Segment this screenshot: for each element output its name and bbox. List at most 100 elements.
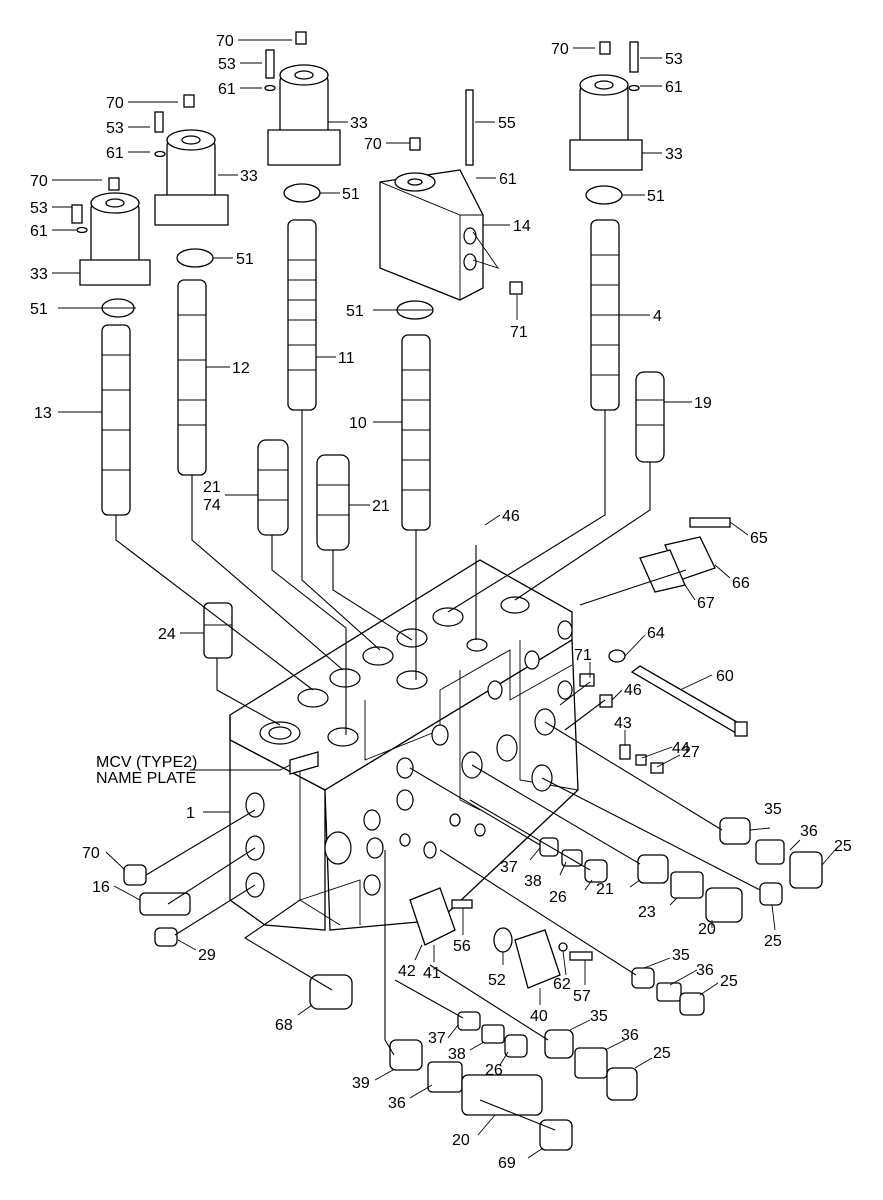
part-label: 46 <box>502 508 520 525</box>
part-label: 25 <box>720 973 738 990</box>
part-label: 37 <box>500 859 518 876</box>
part-label: 11 <box>338 350 355 367</box>
part-label: 70 <box>30 173 48 190</box>
part-label: 39 <box>352 1075 370 1092</box>
part-label: 38 <box>448 1046 466 1063</box>
part-label: 46 <box>624 682 642 699</box>
part-label: 67 <box>697 595 715 612</box>
part-label: 19 <box>694 395 712 412</box>
part-number-labels: 70 53 61 33 70 53 61 33 70 53 61 33 70 5… <box>30 33 852 1172</box>
part-label: 29 <box>198 947 216 964</box>
part-label: 16 <box>92 879 110 896</box>
leader-lines <box>52 39 836 1159</box>
part-label: 70 <box>364 136 382 153</box>
part-label: 4 <box>653 308 662 325</box>
part-label: 70 <box>551 41 569 58</box>
part-label: 62 <box>553 976 571 993</box>
part-label: 61 <box>218 81 236 98</box>
solenoid-assembly-left <box>71 177 151 286</box>
part-label: 55 <box>498 115 516 132</box>
o-rings <box>101 183 623 320</box>
part-label: 33 <box>30 266 48 283</box>
part-label: 51 <box>30 301 48 318</box>
part-label: 53 <box>665 51 683 68</box>
part-label: 57 <box>573 988 591 1005</box>
solenoid-assembly-3 <box>264 31 341 166</box>
block-assembly <box>379 89 523 301</box>
nameplate-line-1: MCV (TYPE2) <box>96 754 197 771</box>
part-label: 26 <box>485 1062 503 1079</box>
solenoid-assembly-2 <box>154 94 229 226</box>
part-label: 33 <box>350 115 368 132</box>
part-label: 53 <box>106 120 124 137</box>
part-label: 53 <box>30 200 48 217</box>
solenoid-assembly-right <box>569 41 643 171</box>
part-label: 33 <box>240 168 258 185</box>
pilot-covers <box>409 887 593 989</box>
plugs-and-springs <box>389 817 823 1151</box>
part-label: 61 <box>106 145 124 162</box>
part-label: 20 <box>452 1132 470 1149</box>
part-label: 23 <box>638 904 656 921</box>
part-label: 25 <box>834 838 852 855</box>
part-label: 56 <box>453 938 471 955</box>
part-label: 21 <box>596 881 614 898</box>
part-label: 36 <box>388 1095 406 1112</box>
tie-bolt <box>630 665 748 737</box>
part-label: 51 <box>236 251 254 268</box>
part-label: 33 <box>665 146 683 163</box>
part-label: 70 <box>216 33 234 50</box>
part-label: 36 <box>621 1027 639 1044</box>
part-label: 14 <box>513 218 531 235</box>
part-label: 38 <box>524 873 542 890</box>
relief-valves <box>203 371 665 659</box>
part-label: 12 <box>232 360 250 377</box>
part-label: 13 <box>34 405 52 422</box>
part-label: 60 <box>716 668 734 685</box>
part-label: 10 <box>349 415 367 432</box>
part-label: 25 <box>764 933 782 950</box>
connector-lines <box>115 410 761 1131</box>
part-label: 68 <box>275 1017 293 1034</box>
part-label: 26 <box>549 889 567 906</box>
part-label: 64 <box>647 625 665 642</box>
part-label: 35 <box>764 801 782 818</box>
part-label: 53 <box>218 56 236 73</box>
part-label: 1 <box>186 805 195 822</box>
spools <box>101 219 620 531</box>
part-label: 36 <box>696 962 714 979</box>
part-label: 43 <box>614 715 632 732</box>
part-label: 21 <box>372 498 390 515</box>
part-label: 69 <box>498 1155 516 1172</box>
part-label: 66 <box>732 575 750 592</box>
part-label: 20 <box>698 921 716 938</box>
part-label: 71 <box>510 324 528 341</box>
part-label: 35 <box>590 1008 608 1025</box>
part-label: 35 <box>672 947 690 964</box>
part-label: 65 <box>750 530 768 547</box>
part-label: 24 <box>158 626 176 643</box>
part-label: 71 <box>574 647 592 664</box>
part-label: 44 <box>672 740 690 757</box>
part-label: 51 <box>342 186 360 203</box>
valve-body <box>229 559 579 931</box>
part-label: 52 <box>488 972 506 989</box>
part-label: 42 <box>398 963 416 980</box>
part-label: 61 <box>665 79 683 96</box>
nameplate-callout: MCV (TYPE2) NAME PLATE <box>96 754 197 787</box>
part-label: 61 <box>499 171 517 188</box>
part-label: 21 <box>203 479 221 496</box>
part-label: 74 <box>203 497 221 514</box>
part-label: 37 <box>428 1030 446 1047</box>
name-plate <box>289 751 319 775</box>
part-label: 61 <box>30 223 48 240</box>
part-label: 25 <box>653 1045 671 1062</box>
part-label: 41 <box>423 965 441 982</box>
part-label: 36 <box>800 823 818 840</box>
part-label: 70 <box>106 95 124 112</box>
part-label: 51 <box>647 188 665 205</box>
part-label: 27 <box>682 744 700 761</box>
nameplate-line-2: NAME PLATE <box>96 770 196 787</box>
part-label: 51 <box>346 303 364 320</box>
